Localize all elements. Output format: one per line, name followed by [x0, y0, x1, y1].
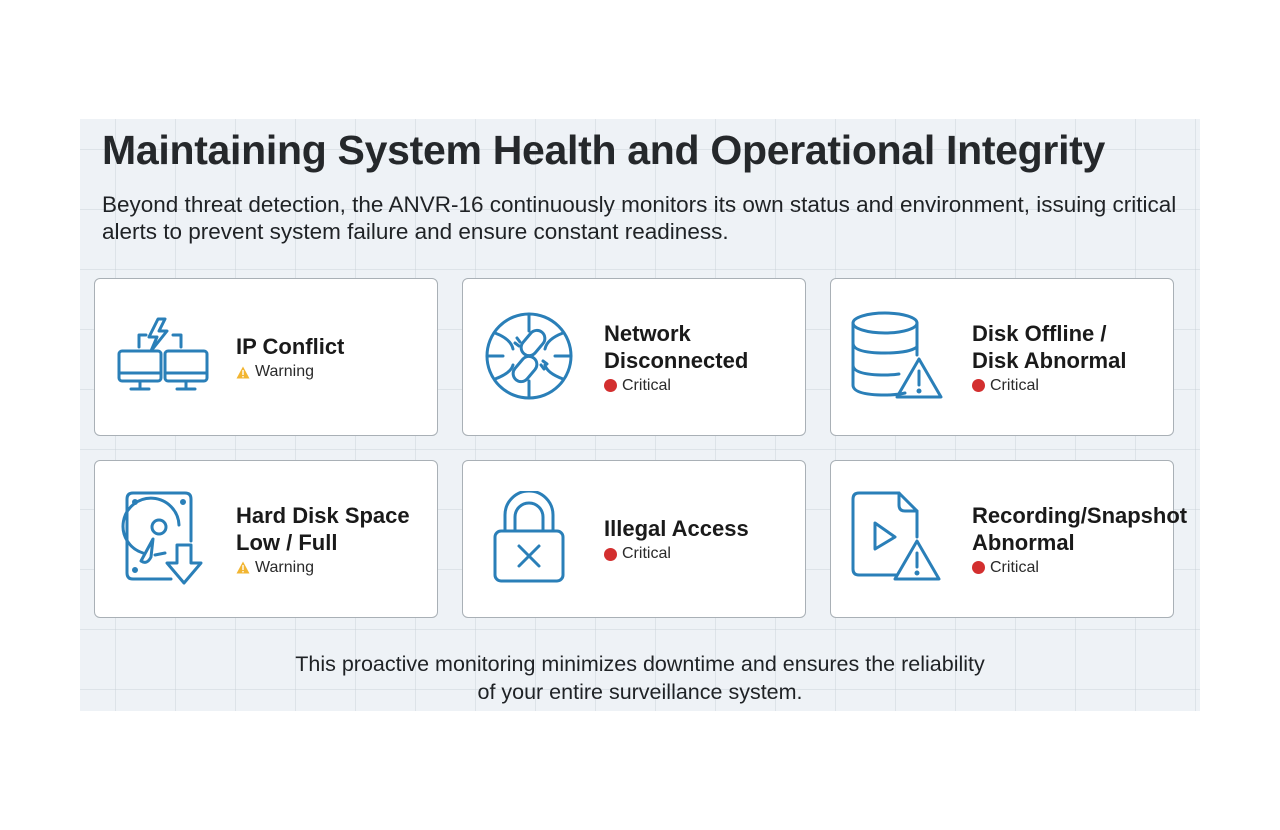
critical-dot-icon — [604, 547, 617, 561]
network-disconnected-icon — [481, 309, 581, 403]
disk-warning-icon — [849, 309, 949, 403]
footer-line-2: of your entire surveillance system. — [477, 680, 803, 704]
slide: Maintaining System Health and Operationa… — [80, 119, 1200, 711]
severity-badge: Warning — [236, 559, 410, 577]
severity-label: Warning — [255, 363, 314, 380]
alert-card-ip-conflict: IP Conflict Warning — [94, 278, 438, 436]
alert-name: IP Conflict — [236, 334, 345, 359]
severity-badge: Critical — [972, 377, 1126, 395]
critical-dot-icon — [604, 379, 617, 392]
alert-card-illegal-access: Illegal Access Critical — [462, 460, 806, 618]
severity-badge: Critical — [604, 377, 748, 395]
severity-label: Critical — [990, 558, 1039, 576]
warning-icon — [236, 561, 250, 574]
critical-dot-icon — [972, 379, 985, 392]
footer-text: This proactive monitoring minimizes down… — [80, 650, 1200, 706]
hard-disk-full-icon — [113, 491, 213, 585]
alert-text: Illegal Access Critical — [604, 461, 749, 617]
page-title: Maintaining System Health and Operationa… — [102, 127, 1106, 173]
alert-name: Disk Offline /Disk Abnormal — [972, 320, 1127, 373]
severity-badge: Warning — [236, 363, 344, 381]
alert-card-disk-offline: Disk Offline /Disk Abnormal Critical — [830, 278, 1174, 436]
subtitle: Beyond threat detection, the ANVR-16 con… — [102, 192, 1177, 244]
recording-warning-icon — [849, 491, 949, 585]
ip-conflict-icon — [113, 309, 213, 403]
alert-text: Disk Offline /Disk Abnormal Critical — [972, 279, 1126, 435]
severity-badge: Critical — [604, 545, 749, 563]
lock-x-icon — [481, 489, 581, 585]
severity-badge: Critical — [972, 559, 1187, 577]
severity-label: Critical — [990, 376, 1039, 394]
alert-name: Illegal Access — [604, 516, 749, 541]
footer-line-1: This proactive monitoring minimizes down… — [295, 652, 985, 676]
critical-dot-icon — [972, 561, 985, 574]
severity-label: Critical — [622, 545, 671, 562]
severity-label: Critical — [622, 376, 671, 394]
warning-icon — [236, 366, 250, 378]
severity-label: Warning — [255, 558, 314, 576]
alert-text: IP Conflict Warning — [236, 279, 344, 435]
